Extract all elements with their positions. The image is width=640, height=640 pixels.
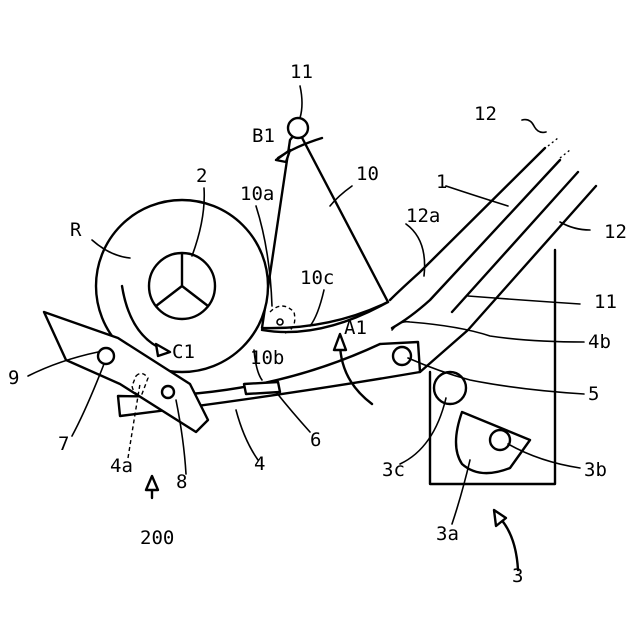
label-8: 8: [176, 471, 187, 493]
label-5: 5: [588, 383, 599, 405]
shaft-3b: [490, 430, 510, 450]
label-3c: 3c: [382, 459, 405, 481]
label-3a: 3a: [436, 523, 459, 545]
label-2: 2: [196, 165, 207, 187]
cutter-10: [262, 118, 388, 334]
label-10: 10: [356, 163, 379, 185]
pivot-11: [288, 118, 308, 138]
label-4b: 4b: [588, 331, 611, 353]
label-A1: A1: [344, 317, 367, 339]
label-6: 6: [310, 429, 321, 451]
label-1: 1: [436, 171, 447, 193]
label-11-right: 11: [594, 291, 617, 313]
shaft-8: [162, 386, 174, 398]
label-10c: 10c: [300, 267, 334, 289]
label-3b: 3b: [584, 459, 607, 481]
pivot-5: [393, 347, 411, 365]
label-9: 9: [8, 367, 19, 389]
label-R: R: [70, 219, 82, 241]
label-10b: 10b: [250, 347, 284, 369]
label-3: 3: [512, 565, 523, 587]
label-C1: C1: [172, 341, 195, 363]
label-12a: 12a: [406, 205, 440, 227]
label-10a: 10a: [240, 183, 274, 205]
label-7: 7: [58, 433, 69, 455]
label-200: 200: [140, 527, 174, 549]
label-B1: B1: [252, 125, 275, 147]
label-11-top: 11: [290, 61, 313, 83]
chute-guide-1: [390, 120, 596, 372]
label-4: 4: [254, 453, 265, 475]
base-frame-3: [430, 250, 555, 484]
label-12-right: 12: [604, 221, 627, 243]
part-6: [244, 382, 280, 394]
shaft-7: [98, 348, 114, 364]
label-4a: 4a: [110, 455, 133, 477]
label-12-top: 12: [474, 103, 497, 125]
